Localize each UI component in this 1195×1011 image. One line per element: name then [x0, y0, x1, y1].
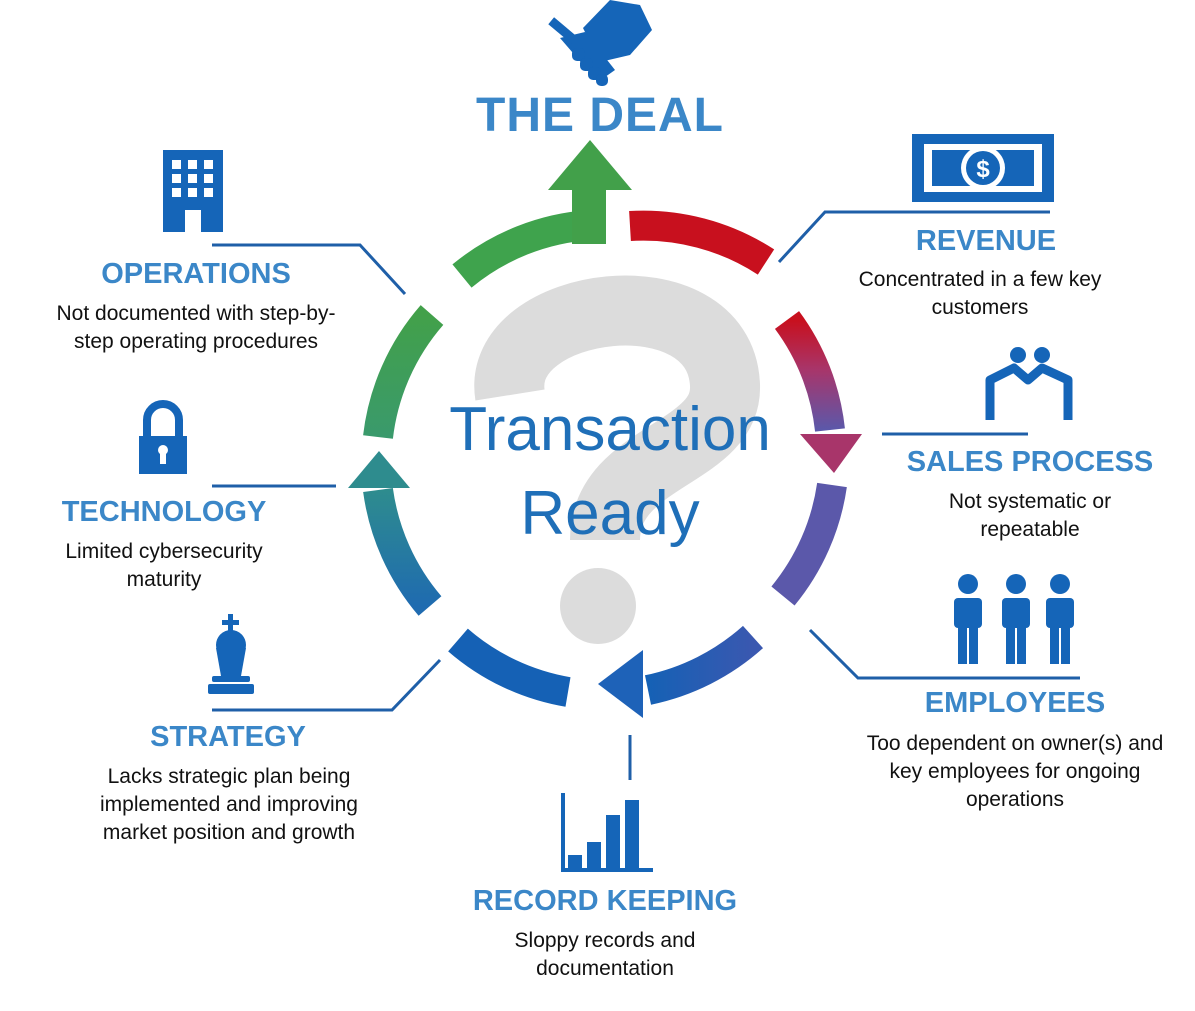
people-meeting-icon	[985, 347, 1073, 420]
center-title-line1: Transaction	[449, 395, 771, 464]
operations-heading: OPERATIONS	[101, 258, 291, 290]
operations-description: Not documented with step-by-step operati…	[56, 302, 336, 353]
revenue-heading: REVENUE	[915, 225, 1057, 257]
left-arrow-head	[348, 451, 410, 488]
center-title: Transaction Ready	[380, 388, 840, 556]
ring-segment-left-upper	[363, 305, 444, 440]
ring-segment-bottom-left	[448, 628, 571, 707]
employees-heading: EMPLOYEES	[924, 687, 1106, 719]
sales-process-description: Not systematic or repeatable	[948, 490, 1112, 541]
technology-description: Limited cybersecurity maturity	[65, 540, 263, 591]
connector-strategy	[212, 658, 442, 712]
strategy-heading: STRATEGY	[150, 721, 306, 753]
ring-segment-bottom-right	[644, 625, 764, 705]
connector-operations	[212, 243, 407, 296]
employees-description: Too dependent on owner(s) and key employ…	[866, 732, 1164, 811]
svg-text:$: $	[976, 156, 990, 183]
question-mark-watermark	[474, 275, 760, 644]
center-title-line2: Ready	[520, 479, 700, 548]
right-arrow-head	[800, 434, 862, 473]
record-keeping-heading: RECORD KEEPING	[472, 885, 738, 917]
office-building-icon	[163, 150, 223, 232]
ring-segment-top-red	[629, 210, 775, 275]
technology-heading: TECHNOLOGY	[61, 496, 267, 528]
deal-title: THE DEAL	[476, 89, 724, 142]
chess-king-icon	[208, 614, 254, 694]
bar-chart-icon	[561, 793, 653, 872]
ring-segment-right-upper	[774, 311, 845, 432]
record-keeping-description: Sloppy records and documentation	[514, 929, 696, 980]
handshake-icon	[548, 0, 652, 86]
sales-process-heading: SALES PROCESS	[906, 446, 1154, 478]
padlock-icon	[139, 400, 187, 474]
ring-segment-top-green	[452, 210, 592, 288]
deal-arrow-stem	[572, 188, 606, 244]
connector-lines	[212, 210, 1080, 780]
ring-segment-left-lower	[363, 487, 442, 616]
dollar-bill-icon: $	[912, 134, 1054, 202]
ring-segment-right-lower	[771, 482, 847, 606]
bottom-arrow-head	[598, 650, 643, 718]
strategy-description: Lacks strategic plan being implemented a…	[100, 765, 358, 844]
cycle-ring	[348, 140, 862, 718]
revenue-description: Concentrated in a few key customers	[858, 268, 1102, 319]
connector-employees	[808, 628, 1080, 680]
deal-arrow-head	[548, 140, 632, 190]
three-people-icon	[954, 574, 1074, 664]
connector-revenue	[777, 210, 1050, 264]
